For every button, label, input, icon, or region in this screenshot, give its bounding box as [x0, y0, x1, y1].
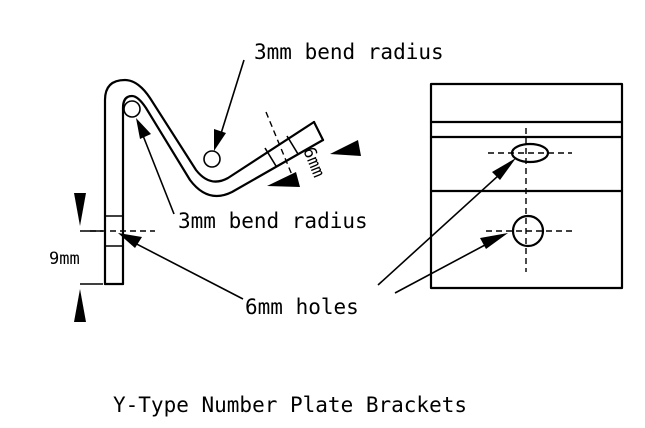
bracket-front-view: [429, 82, 624, 290]
dimension-9mm: 9mm: [49, 193, 103, 322]
bracket-side-profile: [90, 78, 325, 286]
dimension-6mm: 6mm: [267, 140, 361, 187]
bend-radius-callouts: 3mm bend radius 3mm bend radius: [136, 40, 444, 233]
diagram-caption: Y-Type Number Plate Brackets: [113, 393, 467, 417]
holes-callouts: 6mm holes: [118, 158, 516, 319]
dim-9mm-label: 9mm: [49, 249, 80, 269]
bend-circle-mid: [203, 150, 221, 168]
dim-6mm-label: 6mm: [298, 144, 328, 180]
bend-radius-top-label: 3mm bend radius: [254, 40, 444, 64]
round-hole: [511, 214, 545, 248]
bend-radius-bottom-label: 3mm bend radius: [178, 209, 368, 233]
bend-circle-top: [123, 100, 141, 118]
holes-label: 6mm holes: [245, 295, 359, 319]
